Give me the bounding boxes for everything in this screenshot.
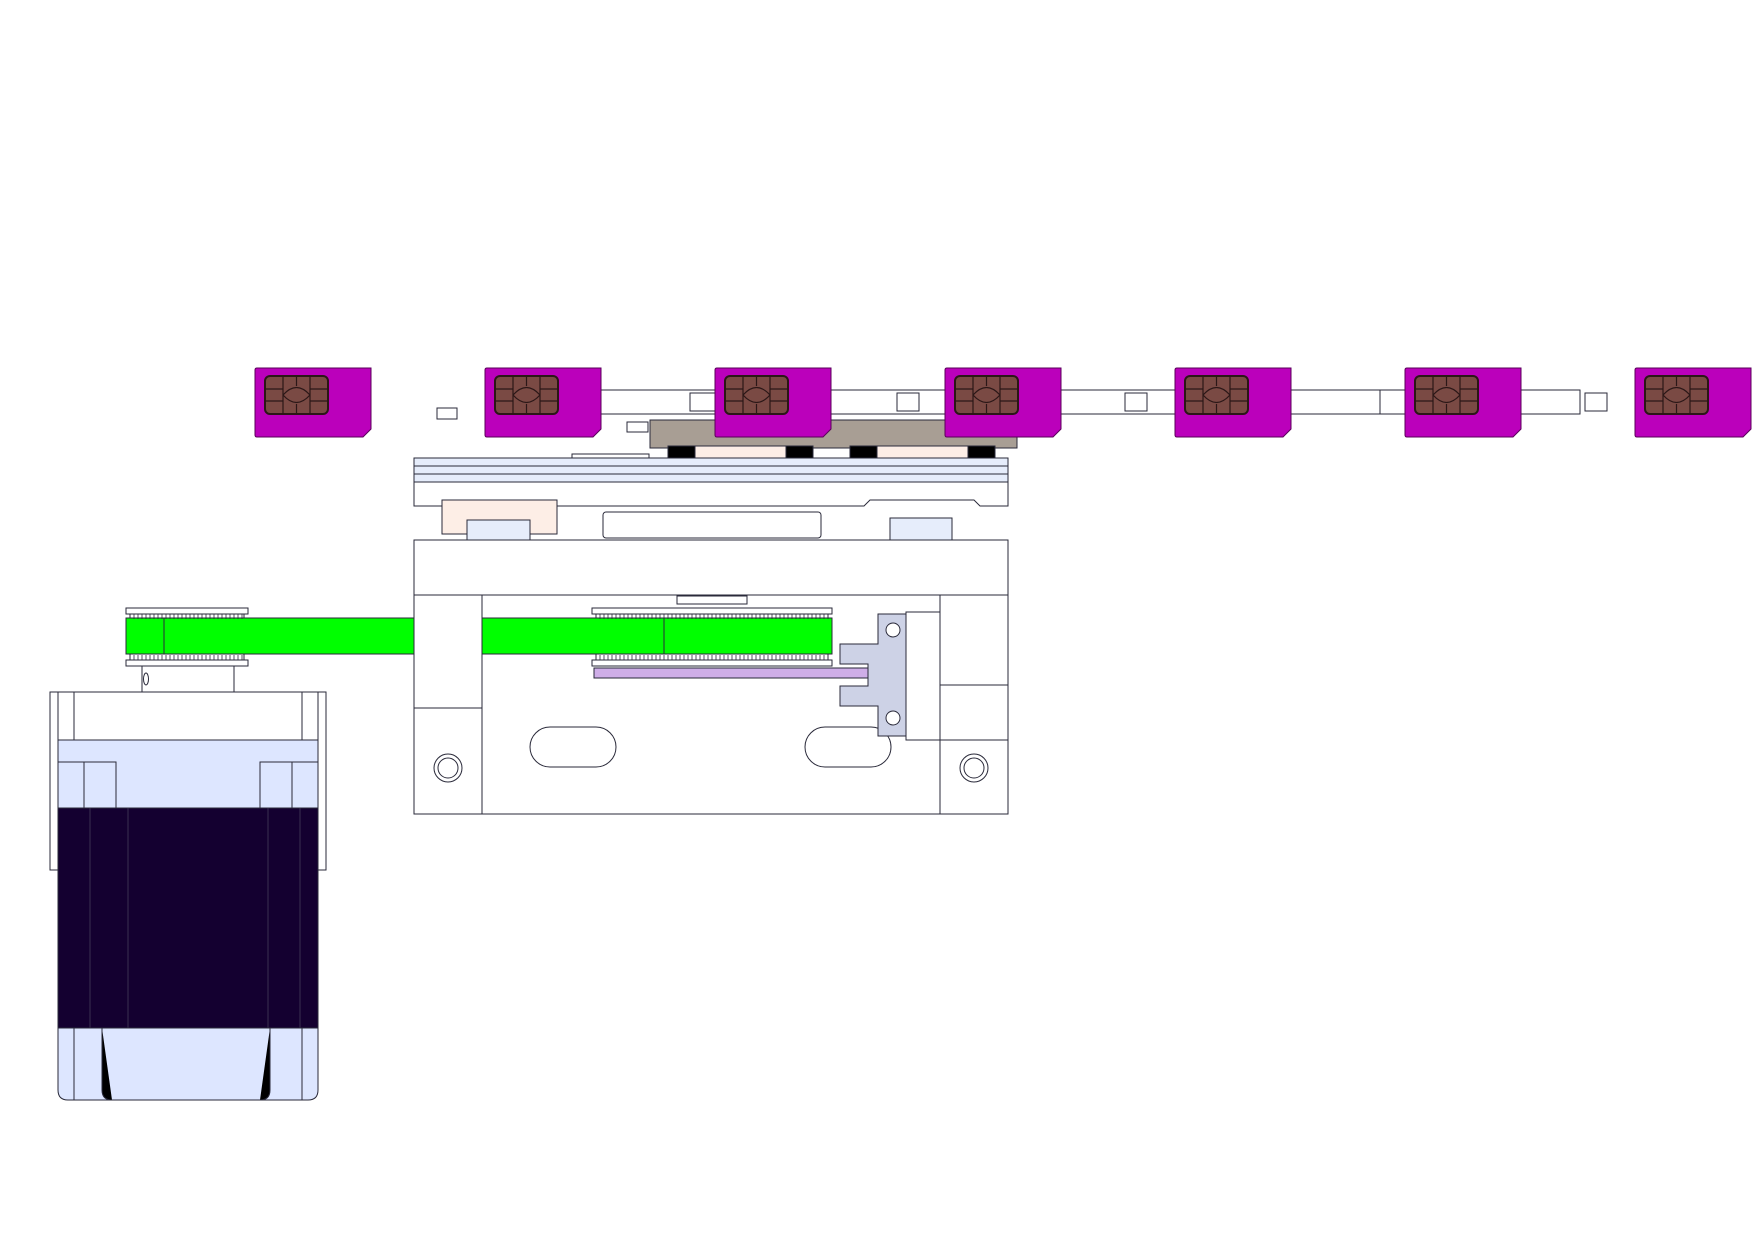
sim-card [944, 367, 1062, 438]
timing-belt [125, 617, 833, 655]
sim-card [484, 367, 602, 438]
sim-chip-icon [1644, 375, 1709, 415]
linear-rail [413, 457, 1009, 541]
sim-chip-icon [1184, 375, 1249, 415]
sim-card [714, 367, 832, 438]
sim-chip-icon [494, 375, 559, 415]
sim-chip-icon [264, 375, 329, 415]
sensor-bracket [839, 611, 941, 741]
sim-card [1174, 367, 1292, 438]
sim-chip-icon [724, 375, 789, 415]
sim-card [254, 367, 372, 438]
sim-chip-icon [954, 375, 1019, 415]
sim-card-row [254, 367, 1752, 438]
lever-plate [593, 667, 871, 679]
stepper-motor [49, 691, 327, 1101]
belt-teeth [133, 614, 829, 660]
drive-pulley [125, 607, 249, 693]
sim-card [1634, 367, 1752, 438]
sim-chip-icon [1414, 375, 1479, 415]
sim-card [1404, 367, 1522, 438]
